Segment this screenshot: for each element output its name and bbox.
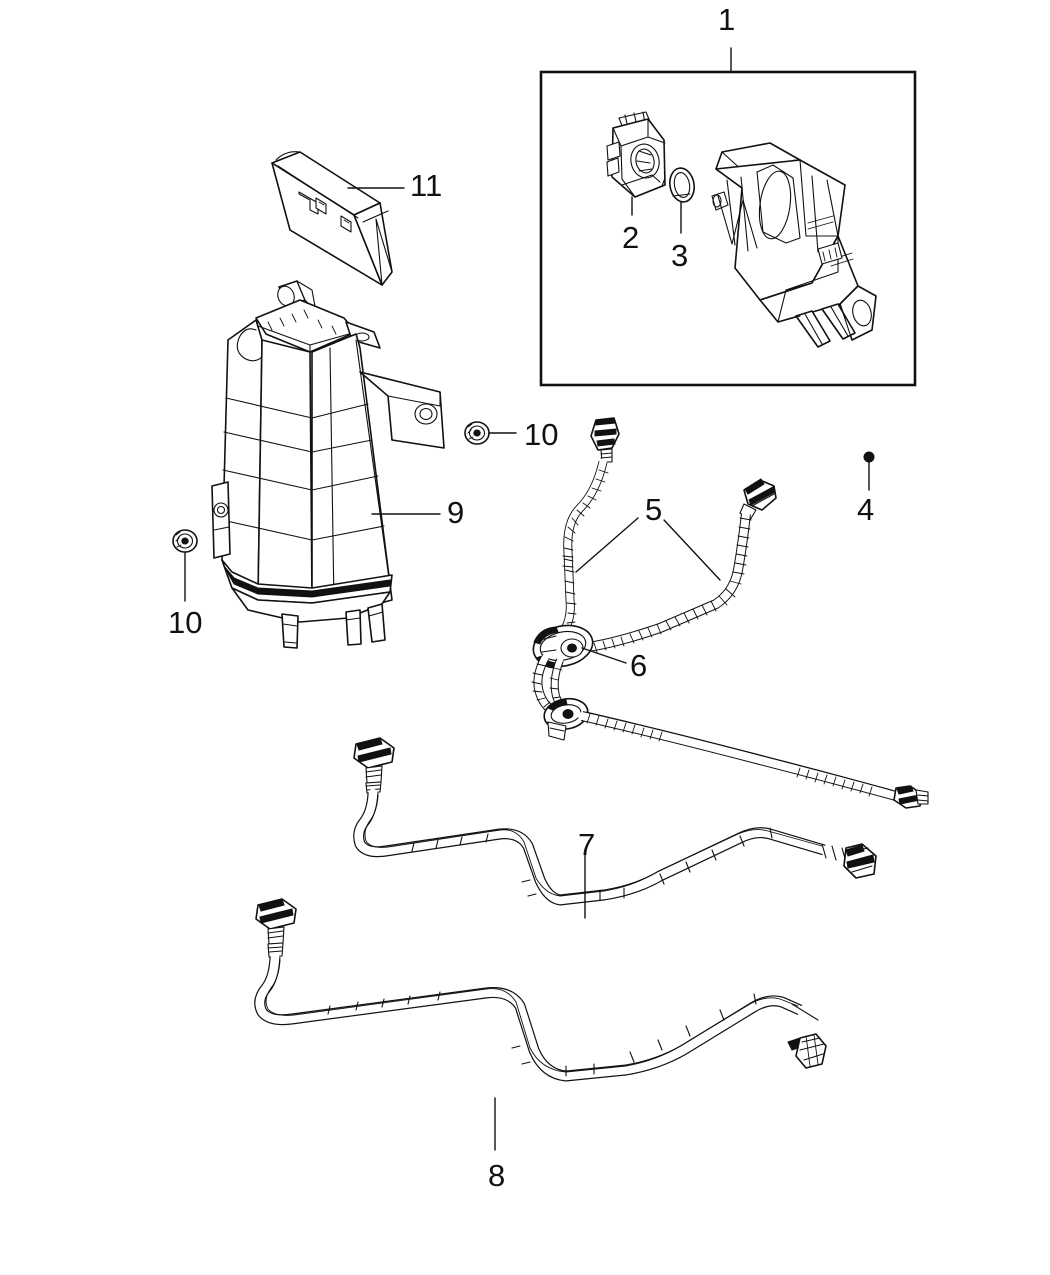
tube8-connector-left [255,898,297,958]
part-vapor-canister [211,280,445,649]
part-purge-solenoid-valve [606,111,666,198]
hose-right-ribs [593,517,752,653]
part-fuel-vapor-tube-upper [353,737,877,906]
part-fuel-vapor-tube-lower [254,898,827,1082]
callout-label-1: 1 [718,2,736,37]
tube8-segment-marks [327,991,757,1077]
callout-label-10-upper: 10 [524,417,559,452]
callout-5-leaders [575,517,721,581]
part-purge-valve-assembly [711,142,877,348]
callout-label-6: 6 [630,648,648,683]
part-vapor-hose-assembly [531,417,929,809]
part-canister-heat-shield [271,151,393,286]
tube7-segment-marks [411,827,773,901]
callout-label-10-lower: 10 [168,605,203,640]
hose-connector-right-top [739,478,777,521]
hose-end-fitting-right [893,785,929,809]
callout-label-4: 4 [857,492,875,527]
callout-label-5: 5 [645,492,663,527]
tube8-end-fitting-right [787,1003,827,1069]
callout-6-leader [581,647,627,664]
callout-label-9: 9 [447,495,465,530]
tube7-connector-left [353,737,395,794]
part-mounting-nut-lower [172,529,198,553]
callout-label-2: 2 [622,220,640,255]
callout-label-7: 7 [578,827,596,862]
hose-left-ribs [563,469,609,624]
callout-label-3: 3 [671,238,689,273]
hose-retaining-clip-lower [543,697,589,741]
part-mounting-nut-upper [464,421,490,445]
hose-connector-left-top [590,417,620,463]
tube7-end-fitting-right [821,843,877,879]
callout-label-8: 8 [488,1158,506,1193]
hose-long-ribs [586,713,873,797]
detail-box-purge-valve [539,70,917,387]
part-o-ring-seal [669,167,695,203]
callout-label-11: 11 [410,168,443,203]
